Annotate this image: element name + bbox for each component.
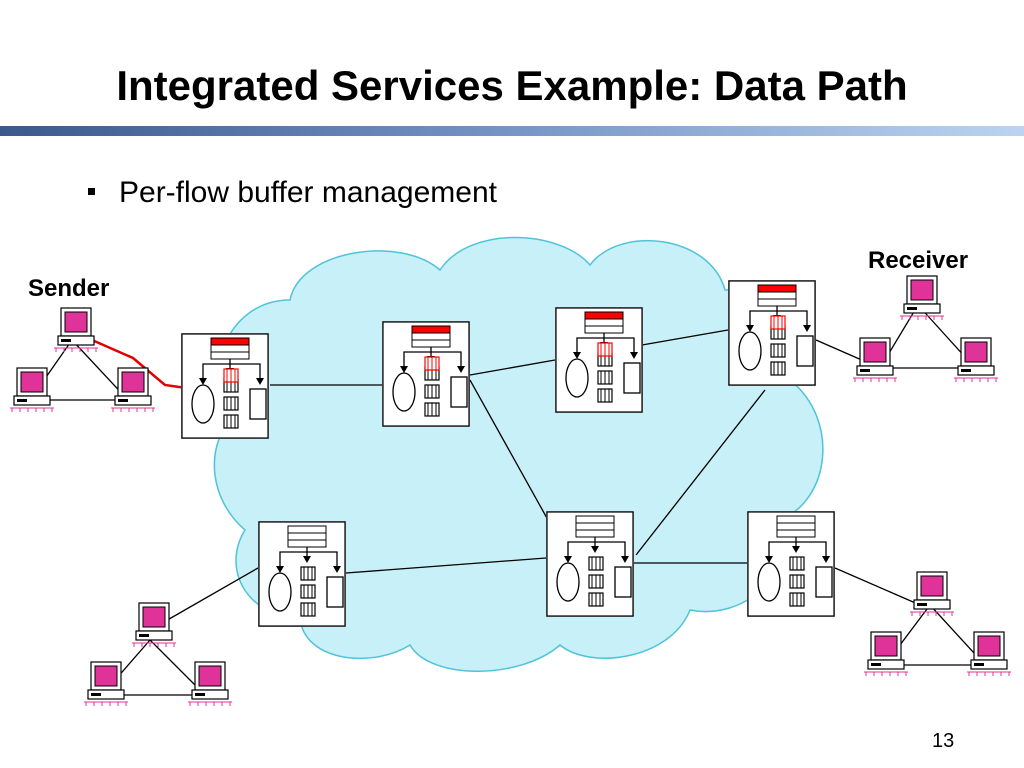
- host-left-1: [9, 367, 55, 413]
- host-bottom-right-1: [863, 631, 909, 677]
- host-sender: [53, 307, 99, 353]
- router-2: [382, 321, 470, 427]
- bullet-text: Per-flow buffer management: [119, 176, 497, 209]
- router-4: [728, 280, 816, 386]
- network-links: [28, 304, 987, 696]
- router-5: [258, 521, 346, 627]
- page-number: 13: [932, 730, 955, 752]
- host-left-2: [110, 367, 156, 413]
- title-divider: [0, 126, 1024, 136]
- bullet-square-icon: [88, 187, 95, 195]
- host-bottom-left-top: [131, 602, 177, 648]
- slide-title: Integrated Services Example: Data Path: [116, 62, 908, 109]
- bullet-item: Per-flow buffer management: [88, 176, 497, 210]
- sender-label: Sender: [28, 275, 109, 302]
- router-6: [546, 511, 634, 617]
- host-bottom-right-top: [909, 571, 955, 617]
- host-bottom-left-2: [187, 661, 233, 707]
- router-7: [747, 511, 835, 617]
- host-right-2: [953, 337, 999, 383]
- router-1: [181, 333, 269, 439]
- host-bottom-right-2: [966, 631, 1012, 677]
- host-receiver: [899, 275, 945, 321]
- host-right-1: [852, 337, 898, 383]
- host-bottom-left-1: [83, 661, 129, 707]
- receiver-label: Receiver: [868, 247, 968, 274]
- router-3: [555, 307, 643, 413]
